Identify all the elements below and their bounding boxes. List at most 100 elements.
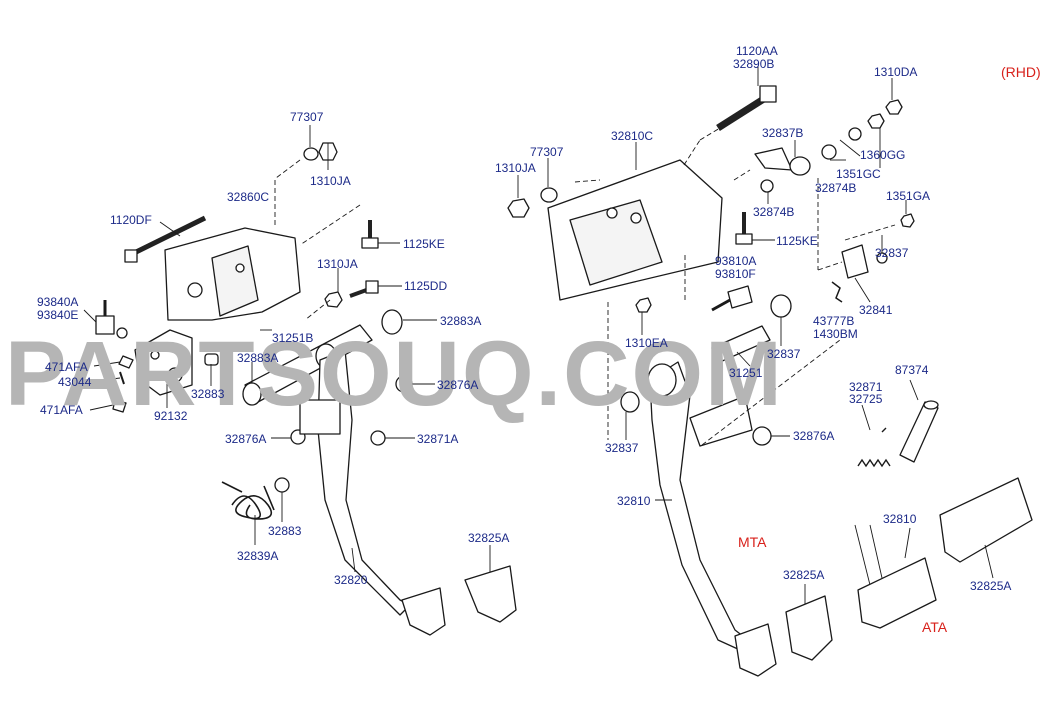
- washer-1360gg: [848, 127, 862, 141]
- label-32883a-left: 32883A: [237, 351, 278, 365]
- bushing-32837b: [789, 156, 811, 176]
- pedal-pad-32810-ata: [857, 557, 937, 629]
- label-31251b: 31251B: [272, 331, 313, 345]
- label-1125dd: 1125DD: [404, 279, 447, 293]
- link-32841: [841, 244, 869, 279]
- label-32825a-right: 32825A: [970, 579, 1011, 593]
- label-32837b: 32837B: [762, 126, 803, 140]
- clip-43777b: [831, 281, 843, 303]
- label-1351ga: 1351GA: [886, 189, 930, 203]
- label-77307-right: 77307: [530, 145, 564, 159]
- label-32810-main: 32810: [617, 494, 651, 508]
- label-87374: 87374: [895, 363, 929, 377]
- label-32860c: 32860C: [227, 190, 269, 204]
- label-31251: 31251: [729, 366, 763, 380]
- label-32825a-mid: 32825A: [783, 568, 824, 582]
- plate-bushing: [167, 367, 183, 383]
- label-32876a-left-top: 32876A: [437, 378, 478, 392]
- label-32871: 32871: [849, 380, 883, 394]
- label-1310ea: 1310EA: [625, 336, 668, 350]
- pedal-pad-32825a-mta: [785, 595, 833, 661]
- label-93840a: 93840A: [37, 295, 78, 309]
- bushing-32883: [204, 353, 219, 366]
- label-1310ja-left-top: 1310JA: [310, 174, 351, 188]
- label-32876a-right: 32876A: [793, 429, 834, 443]
- washer-32874b-mid: [760, 179, 774, 193]
- pedal-arm-bracket: [299, 399, 341, 435]
- label-1120df: 1120DF: [110, 213, 152, 227]
- pedal-arm-boss: [647, 363, 677, 397]
- label-1310ja-right: 1310JA: [495, 161, 536, 175]
- label-1351gc: 1351GC: [836, 167, 881, 181]
- label-471afa-bottom: 471AFA: [40, 403, 83, 417]
- label-1125ke-left: 1125KE: [403, 237, 445, 251]
- pin-43044: [119, 371, 125, 385]
- bushing-32883a-right: [381, 309, 403, 335]
- shaft-31251: [711, 325, 771, 363]
- spring-32839a: [221, 481, 275, 520]
- washer-77307: [303, 147, 319, 161]
- label-32874b-mid: 32874B: [753, 205, 794, 219]
- clevis-32837b: [754, 147, 793, 171]
- bolt-head-1125dd: [365, 280, 379, 294]
- label-1310da: 1310DA: [874, 65, 917, 79]
- stopper-32871a: [370, 430, 386, 446]
- label-32725: 32725: [849, 392, 883, 406]
- pedal-pad-32820: [401, 587, 446, 636]
- pedal-pad-32825a-ata: [939, 477, 1033, 563]
- switch-93810a: [727, 285, 753, 309]
- plate-hole: [150, 350, 160, 360]
- label-mta: MTA: [738, 534, 767, 550]
- label-32810-ata: 32810: [883, 512, 917, 526]
- bracket-hole: [606, 207, 618, 219]
- label-1310ja-left-mid: 1310JA: [317, 257, 358, 271]
- label-93810a: 93810A: [715, 254, 756, 268]
- bolt-471afa-top: [118, 355, 134, 369]
- label-32837-mid: 32837: [767, 347, 801, 361]
- label-43777b: 43777B: [813, 314, 854, 328]
- bracket-hole: [187, 282, 203, 298]
- label-1360gg: 1360GG: [860, 148, 905, 162]
- label-32883a-right: 32883A: [440, 314, 481, 328]
- bushing-32883-low: [274, 477, 290, 493]
- label-43044: 43044: [58, 375, 92, 389]
- label-1120aa: 1120AA: [736, 44, 778, 58]
- label-77307-left: 77307: [290, 110, 324, 124]
- nut-1310ja-mid: [324, 291, 343, 308]
- label-32837-right: 32837: [875, 246, 909, 260]
- label-93840e: 93840E: [37, 308, 78, 322]
- bracket-hole: [630, 212, 642, 224]
- bolt-head-1125ke-left: [361, 237, 379, 249]
- bolt-1120df: [128, 215, 207, 258]
- part-labels: 1120AA 32890B 1310DA (RHD) 77307 1310JA …: [37, 44, 1041, 635]
- bolt-head-1120aa: [759, 85, 777, 103]
- bolt-head-1120df: [124, 249, 138, 263]
- ata-pedal-arm: [854, 524, 883, 586]
- nut-1351gc: [867, 113, 885, 129]
- label-32874b-top: 32874B: [815, 181, 856, 195]
- bushing-32837-mid: [770, 294, 792, 318]
- spring-32871: [857, 427, 891, 468]
- label-32883-mid: 32883: [191, 387, 225, 401]
- bracket-32860c-face: [211, 245, 259, 317]
- bushing-32837-bottom: [620, 391, 640, 413]
- leader-lines: [83, 66, 994, 604]
- right-pedal-assembly: [507, 85, 1033, 677]
- switch-93810a-rod: [711, 298, 731, 312]
- bracket-hole: [235, 263, 245, 273]
- label-32883-low: 32883: [268, 524, 302, 538]
- label-93810f: 93810F: [715, 267, 756, 281]
- nut-1310da: [885, 99, 903, 115]
- label-32839a: 32839A: [237, 549, 278, 563]
- label-32871a: 32871A: [417, 432, 458, 446]
- nut-1310ea: [635, 297, 652, 313]
- bolt-head-1125ke-right: [735, 233, 753, 245]
- switch-nut: [116, 327, 128, 339]
- label-32890b: 32890B: [733, 57, 774, 71]
- left-pedal-assembly: [95, 142, 517, 636]
- sleeve-87374: [899, 401, 939, 463]
- label-92132: 92132: [154, 409, 188, 423]
- label-1125ke-right: 1125KE: [776, 234, 818, 248]
- nut-1310ja-right: [507, 198, 530, 218]
